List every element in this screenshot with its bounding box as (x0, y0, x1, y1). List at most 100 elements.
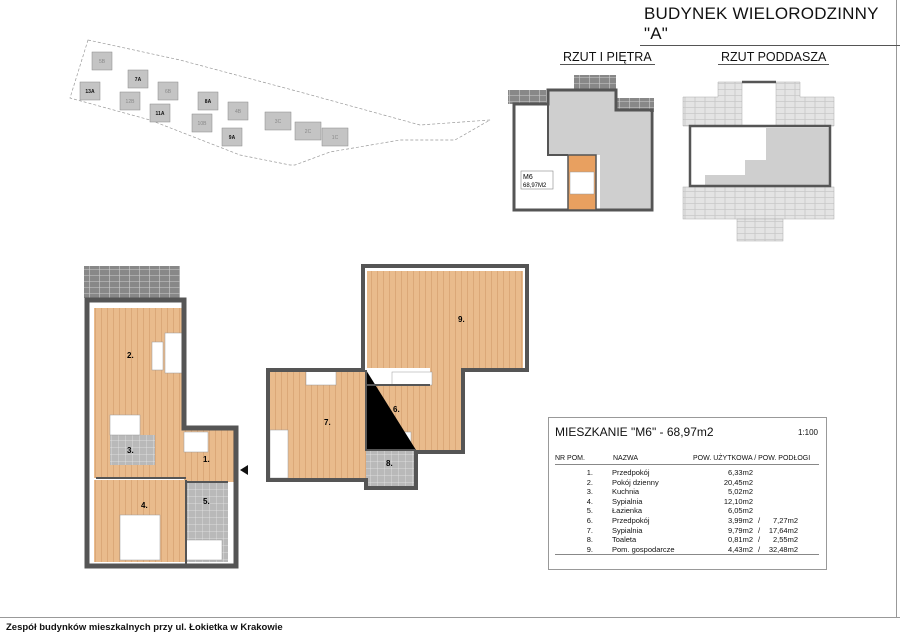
cell-usable: 6,05m2 (727, 506, 753, 516)
unit-tag-area: 68,97M2 (523, 183, 547, 189)
cell-nr: 4. (586, 496, 593, 506)
table-row: 5. Łazienka 6,05m2 (549, 506, 826, 516)
cell-nr: 1. (586, 468, 593, 477)
cell-sep: / (758, 525, 761, 535)
site-building-label: 11A (156, 111, 165, 117)
cell-usable: 3,99m2 (727, 516, 753, 525)
page-title: BUDYNEK WIELORODZINNY "A" (640, 4, 900, 46)
cell-usable: 12,10m2 (723, 496, 753, 506)
site-building-label: 1C (332, 135, 339, 141)
cell-name: Kuchnia (612, 487, 640, 497)
site-building (264, 111, 292, 131)
divider (555, 464, 819, 465)
cell-floor: 7,27m2 (772, 516, 798, 525)
cell-floor: 32,48m2 (768, 544, 798, 554)
table-row: 7. Sypialnia 9,79m2 / 17,64m2 (549, 526, 826, 536)
site-building-label: 10B (198, 121, 208, 127)
room-label: 2. (127, 351, 134, 360)
cell-usable: 6,33m2 (727, 468, 753, 477)
table-row: 9. Pom. gospodarcze 4,43m2 / 32,48m2 (549, 545, 826, 555)
room-label: 9. (458, 315, 465, 324)
cell-sep: / (758, 516, 761, 525)
cell-nr: 8. (586, 535, 593, 545)
cell-usable: 9,79m2 (727, 525, 753, 535)
site-building (149, 103, 171, 123)
site-building-label: 5B (99, 59, 106, 65)
site-building (79, 81, 101, 101)
room-label: 5. (203, 497, 210, 506)
cell-name: Pom. gospodarcze (612, 544, 675, 554)
site-building-label: 6B (165, 89, 172, 95)
cell-floor: 2,55m2 (772, 535, 798, 545)
cell-nr: 7. (586, 525, 593, 535)
site-building (157, 81, 179, 101)
cell-nr: 9. (586, 544, 593, 554)
cell-name: Pokój dzienny (612, 477, 659, 487)
header-nr: NR POM. (555, 455, 585, 462)
upper-floor-plan (266, 264, 529, 490)
cell-name: Sypialnia (612, 496, 643, 506)
site-building-label: 2C (305, 129, 312, 135)
footer-divider (0, 617, 900, 618)
cell-name: Sypialnia (612, 525, 643, 535)
table-row: 6. Przedpokój 3,99m2 / 7,27m2 (549, 516, 826, 526)
first-floor-key-plan: M6 68,97M2 (508, 75, 654, 212)
room-label: 4. (141, 501, 148, 510)
table-row: 1. Przedpokój 6,33m2 (549, 468, 826, 478)
site-building-label: 12B (126, 99, 136, 105)
room-label: 3. (127, 446, 134, 455)
cell-nr: 2. (586, 477, 593, 487)
site-building (191, 113, 213, 133)
lower-floor-plan (84, 266, 248, 569)
site-building (227, 101, 249, 121)
cell-floor: 17,64m2 (768, 525, 798, 535)
room-label: 7. (324, 418, 331, 427)
cell-sep: / (758, 544, 761, 554)
table-title: MIESZKANIE "M6" - 68,97m2 (555, 425, 714, 439)
site-building-label: 13A (85, 89, 95, 95)
footer-text: Zespół budynków mieszkalnych przy ul. Ło… (6, 622, 283, 633)
site-building (294, 121, 322, 141)
cell-name: Toaleta (612, 535, 637, 545)
frame-line (896, 0, 897, 618)
cell-nr: 5. (586, 506, 593, 516)
cell-usable: 0,81m2 (727, 535, 753, 545)
table-row: 8. Toaleta 0,81m2 / 2,55m2 (549, 535, 826, 545)
site-building (127, 69, 149, 89)
cell-name: Przedpokój (612, 516, 650, 525)
site-building-label: 3C (275, 119, 282, 125)
site-building-label: 4B (235, 109, 242, 115)
cell-usable: 5,02m2 (727, 487, 753, 497)
site-building (119, 91, 141, 111)
site-building (221, 127, 243, 147)
room-label: 8. (386, 459, 393, 468)
entrance-arrow-icon (240, 465, 248, 475)
site-building-label: 7A (135, 77, 142, 83)
unit-tag-name: M6 (523, 174, 533, 181)
cell-usable: 4,43m2 (727, 544, 753, 554)
table-row: 4. Sypialnia 12,10m2 (549, 497, 826, 507)
room-area-table: MIESZKANIE "M6" - 68,97m2 1:100 NR POM. … (548, 417, 827, 570)
attic-title: RZUT PODDASZA (718, 50, 830, 65)
header-name: NAZWA (613, 455, 639, 462)
cell-sep: / (758, 535, 761, 545)
room-label: 6. (393, 405, 400, 414)
attic-key-plan (682, 80, 835, 242)
room-label: 1. (203, 455, 210, 464)
cell-usable: 20,45m2 (723, 477, 753, 487)
scale-label: 1:100 (797, 428, 818, 437)
table-row: 2. Pokój dzienny 20,45m2 (549, 478, 826, 488)
cell-name: Łazienka (612, 506, 643, 516)
site-building-label: 8A (205, 99, 212, 105)
cell-nr: 3. (586, 487, 593, 497)
cell-name: Przedpokój (612, 468, 650, 477)
site-building (91, 51, 113, 71)
first-floor-title: RZUT I PIĘTRA (560, 50, 655, 65)
divider (555, 554, 819, 555)
header-area: POW. UŻYTKOWA / POW. PODŁOGI (693, 455, 811, 462)
cell-nr: 6. (586, 516, 593, 525)
site-building (197, 91, 219, 111)
